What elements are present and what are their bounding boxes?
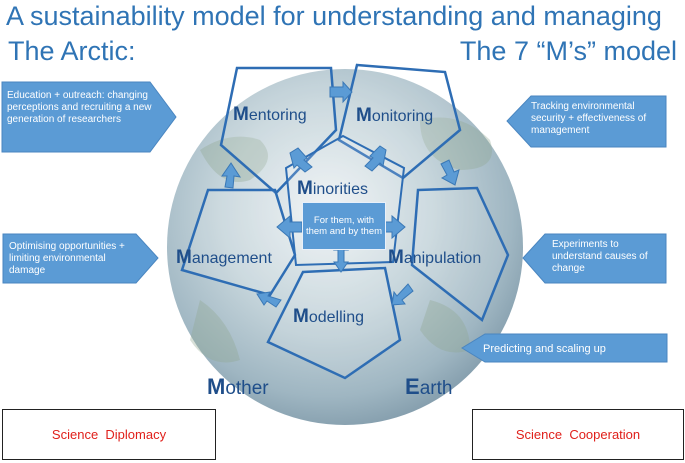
center-box: For them, with them and by them xyxy=(302,202,386,250)
arrow-center-monitoring xyxy=(364,145,387,172)
label-monitoring-rest: onitoring xyxy=(371,108,434,125)
label-minorities-initial: M xyxy=(297,178,313,199)
label-manipulation-initial: M xyxy=(388,247,404,268)
label-modelling-initial: M xyxy=(293,306,309,327)
arrow-center-mentoring xyxy=(289,147,313,173)
label-manipulation: Manipulation xyxy=(388,248,481,267)
center-box-text: For them, with them and by them xyxy=(305,215,383,237)
arrow-monitoring-to-manipulation xyxy=(440,159,460,186)
arrow-center-management xyxy=(276,214,303,240)
label-management: Management xyxy=(176,248,272,267)
globe-land-patches xyxy=(190,117,492,363)
mother-initial: M xyxy=(207,374,226,399)
pentagons xyxy=(180,63,510,380)
pentagon-manipulation xyxy=(410,186,510,323)
diagram-title-line1: A sustainability model for understanding… xyxy=(6,1,662,31)
label-mentoring-rest: entoring xyxy=(248,107,307,124)
label-mentoring: Mentoring xyxy=(233,105,307,124)
callout-mentoring-text: Education + outreach: changing perceptio… xyxy=(7,90,152,125)
callout-monitoring-text: Tracking environmental security + effect… xyxy=(531,101,647,136)
earth-rest: arth xyxy=(419,378,453,399)
science-diplomacy-box: Science Diplomacy xyxy=(2,409,216,460)
callout-modelling-text: Predicting and scaling up xyxy=(483,343,606,355)
arrow-mentoring-to-monitoring xyxy=(329,80,353,104)
mother-word: Mother xyxy=(207,374,269,399)
mother-rest: other xyxy=(225,378,269,399)
callout-shapes xyxy=(1,81,668,363)
label-monitoring-initial: M xyxy=(356,105,372,126)
science-cooperation-box: Science Cooperation xyxy=(472,409,684,460)
arrows xyxy=(221,80,460,308)
science-cooperation-label: Science Cooperation xyxy=(515,427,641,442)
label-minorities: Minorities xyxy=(297,179,368,198)
pentagon-management xyxy=(180,188,297,297)
callout-management-shape xyxy=(2,233,159,284)
callout-monitoring-shape xyxy=(506,95,667,148)
label-monitoring: Monitoring xyxy=(356,106,433,125)
callout-manipulation-shape xyxy=(522,233,667,284)
earth-initial: E xyxy=(405,374,420,399)
label-management-rest: anagement xyxy=(191,250,272,267)
earth-word: Earth xyxy=(405,374,453,399)
arrow-management-to-mentoring xyxy=(221,162,242,189)
science-diplomacy-label: Science Diplomacy xyxy=(51,427,167,442)
label-management-initial: M xyxy=(176,247,192,268)
callout-management-text: Optimising opportunities + limiting envi… xyxy=(9,241,125,276)
label-modelling: Modelling xyxy=(293,307,364,326)
arrow-manipulation-to-modelling xyxy=(391,283,414,306)
label-minorities-rest: inorities xyxy=(312,181,368,198)
diagram-title-line2-left: The Arctic: xyxy=(8,36,136,66)
diagram-title-line2-right: The 7 “M’s” model xyxy=(459,36,677,66)
label-manipulation-rest: anipulation xyxy=(403,250,482,267)
label-mentoring-initial: M xyxy=(233,104,249,125)
pentagon-modelling xyxy=(266,266,402,380)
callout-mentoring-shape xyxy=(1,81,177,153)
callout-modelling-shape xyxy=(461,333,668,363)
label-modelling-rest: odelling xyxy=(308,309,364,326)
callout-manipulation-text: Experiments to understand causes of chan… xyxy=(552,239,648,274)
arrow-modelling-to-management xyxy=(256,291,282,308)
